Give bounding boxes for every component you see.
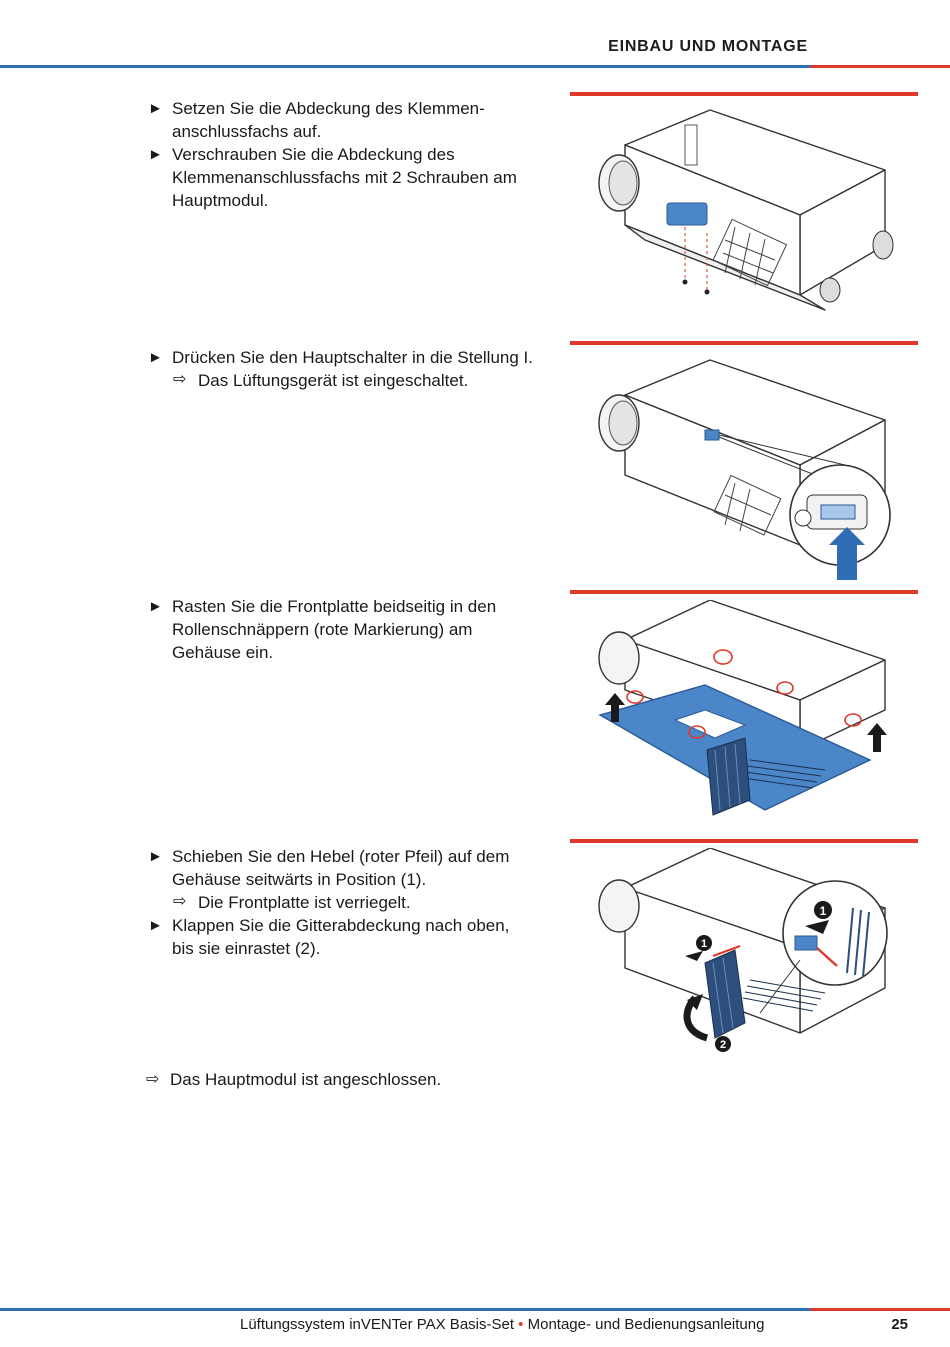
footer-separator: • [518, 1316, 524, 1333]
instruction-text: Schieben Sie den Hebel (roter Pfeil) auf… [172, 847, 510, 866]
instruction-text: bis sie einrastet (2). [172, 939, 321, 958]
illustration-terminal-cover [598, 109, 894, 311]
result-arrow-icon: ⇨ [173, 893, 187, 910]
instruction-text: Klemmenanschlussfachs mit 2 Schrauben am [172, 168, 517, 187]
illustration-front-plate [598, 600, 887, 816]
instruction-text: Klappen Sie die Gitterabdeckung nach obe… [172, 916, 510, 935]
instruction-text: Gehäuse seitwärts in Position (1). [172, 870, 427, 889]
illustration-grille-cover: 1 1 2 [598, 848, 888, 1052]
result-text: Das Lüftungsgerät ist eingeschaltet. [198, 371, 469, 390]
callout-2-label: 2 [720, 1039, 726, 1051]
result-text: Die Frontplatte ist verriegelt. [198, 893, 411, 912]
footer-rule-blue [0, 1308, 810, 1311]
instruction-text: Gehäuse ein. [172, 643, 274, 662]
final-result: ⇨ Das Hauptmodul ist angeschlossen. [146, 1070, 441, 1090]
instruction-text: Hauptmodul. [172, 191, 269, 210]
section-title: EINBAU UND MONTAGE [608, 38, 808, 55]
footer-rule-red [810, 1308, 950, 1311]
bullet-arrow-icon: ► [148, 917, 163, 934]
page-number: 25 [891, 1316, 908, 1333]
instruction-text: Rollenschnäppern (rote Markierung) am [172, 620, 473, 639]
bullet-arrow-icon: ► [148, 100, 163, 117]
instruction-text: Verschrauben Sie die Abdeckung des [172, 145, 455, 164]
footer-manual-title: Montage- und Bedienungsanleitung [527, 1316, 765, 1333]
callout-1-label: 1 [701, 938, 707, 950]
illustration-rule [570, 341, 918, 345]
result-arrow-icon: ⇨ [146, 1071, 160, 1088]
header-rule-blue [0, 65, 810, 68]
instruction-block-4: ► Schieben Sie den Hebel (roter Pfeil) au… [148, 845, 553, 960]
footer-text: Lüftungssystem inVENTer PAX Basis-Set • … [240, 1316, 764, 1333]
header-rule-red [810, 65, 950, 68]
illustration-rule [570, 590, 918, 594]
instruction-text: Drücken Sie den Hauptschalter in die Ste… [172, 348, 533, 367]
instruction-block-2: ► Drücken Sie den Hauptschalter in die St… [148, 346, 553, 392]
result-arrow-icon: ⇨ [173, 371, 187, 388]
illustration-main-switch [598, 359, 891, 580]
instruction-text: Setzen Sie die Abdeckung des Klemmen- [172, 99, 485, 118]
final-result-text: Das Hauptmodul ist angeschlossen. [170, 1070, 442, 1089]
footer-brand: Lüftungssystem inVENTer PAX Basis-Set [240, 1316, 514, 1333]
callout-1-label: 1 [820, 904, 827, 918]
instruction-block-3: ► Rasten Sie die Frontplatte beidseitig i… [148, 595, 553, 664]
bullet-arrow-icon: ► [148, 146, 163, 163]
instruction-text: Rasten Sie die Frontplatte beidseitig in… [172, 597, 497, 616]
instruction-text: anschlussfachs auf. [172, 122, 322, 141]
instruction-block-1: ► Setzen Sie die Abdeckung des Klemmen- a… [148, 97, 553, 212]
bullet-arrow-icon: ► [148, 349, 163, 366]
illustration-rule [570, 92, 918, 96]
illustration-rule [570, 839, 918, 843]
bullet-arrow-icon: ► [148, 598, 163, 615]
bullet-arrow-icon: ► [148, 848, 163, 865]
